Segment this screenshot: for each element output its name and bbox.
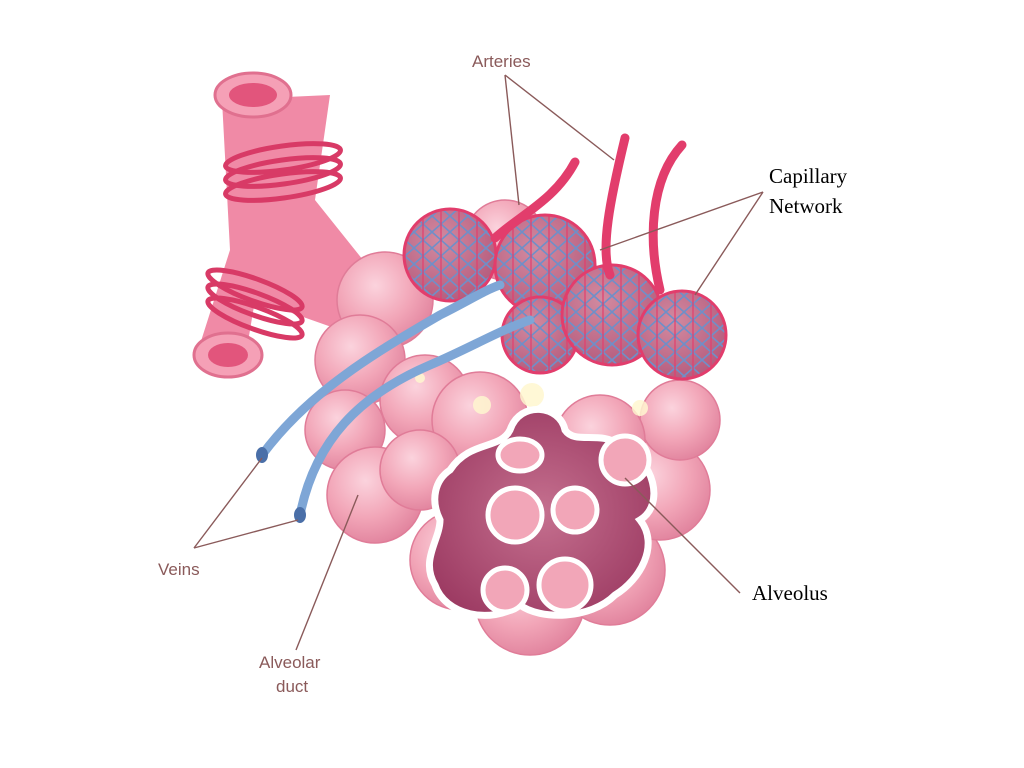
cartilage-rings-upper [223,141,343,203]
arteries [490,133,687,295]
leader-lines [193,74,764,651]
label-arteries: Arteries [472,52,531,71]
vein-ends [256,447,306,523]
label-network: Network [769,194,843,218]
label-capillary: Capillary [769,164,848,188]
capillary-network [402,207,728,381]
label-veins: Veins [158,560,200,579]
cartilage-rings-lower [205,267,305,341]
veins [257,280,535,520]
label-duct: duct [276,677,308,696]
label-alveolar: Alveolar [259,653,321,672]
label-alveolus: Alveolus [752,581,828,605]
alveolus-cross-section [426,405,658,619]
sac-highlights [415,373,648,416]
